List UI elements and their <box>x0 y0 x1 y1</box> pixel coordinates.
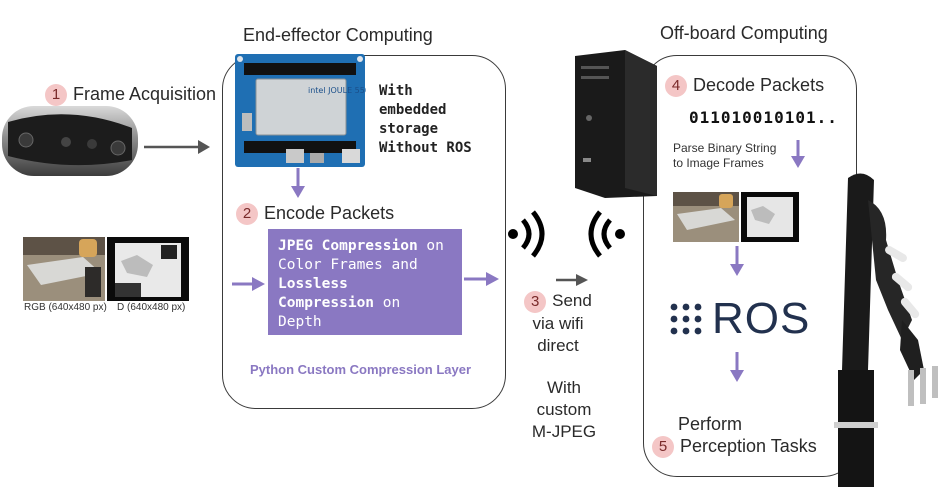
arrow-wifi-link <box>556 274 588 286</box>
ros-logo: ROS <box>668 294 811 343</box>
off-board-title: Off-board Computing <box>660 23 828 43</box>
transport-note-line: M-JPEG <box>531 422 597 441</box>
step-label: Encode Packets <box>264 203 395 223</box>
intel-joule-board-image: intel JOULE 550x <box>235 54 366 167</box>
step-label: Send <box>552 291 592 310</box>
arrow-frames-to-compression <box>232 277 265 291</box>
lossless-compression-label: Lossless Compression <box>278 276 375 311</box>
decoded-rgb-frame-image <box>673 192 739 242</box>
depth-frame-caption: D (640x480 px) <box>117 302 186 313</box>
step-perception: Perform 5 Perception Tasks <box>652 413 817 459</box>
board-note-line: With <box>379 83 413 99</box>
ros-logo-text: ROS <box>712 294 811 343</box>
arrow-compression-to-wifi <box>464 272 499 286</box>
arrow-parse-to-frames <box>791 140 805 168</box>
step-decode-packets: 4 Decode Packets <box>665 75 825 98</box>
step-frame-acquisition: 1 Frame Acquisition <box>45 84 217 107</box>
rgb-frame-image <box>23 237 105 301</box>
transport-note-line: With <box>547 378 581 397</box>
send-line: via wifi <box>532 313 584 333</box>
depth-camera-image <box>2 106 138 176</box>
transport-note-line: custom <box>536 400 592 419</box>
step-number-badge: 2 <box>236 203 258 226</box>
board-note-line: storage <box>379 121 439 137</box>
board-note-line: embedded <box>379 102 447 118</box>
step-number-badge: 5 <box>652 436 674 459</box>
compression-box: JPEG Compression on Color Frames and Los… <box>268 229 462 335</box>
perception-second-line: 5 Perception Tasks <box>652 435 817 459</box>
step-number-badge: 4 <box>665 75 687 98</box>
arrow-frames-to-ros <box>730 246 744 276</box>
wifi-receive-icon <box>588 210 625 258</box>
transport-note: With custom M-JPEG <box>521 377 607 443</box>
step-send: 3 Send via wifi direct <box>518 290 598 357</box>
binary-string: 011010010101.. <box>689 108 838 127</box>
send-line: direct <box>537 335 579 355</box>
step-number-badge: 1 <box>45 84 67 107</box>
compression-text: on Color Frames and <box>278 238 444 273</box>
decoded-depth-frame-image <box>741 192 799 242</box>
arrow-ros-to-perception <box>730 352 744 382</box>
arrow-board-to-encode <box>291 168 305 198</box>
svg-text:intel JOULE 550x: intel JOULE 550x <box>308 86 366 95</box>
step-label: Perception Tasks <box>680 436 817 456</box>
step-encode-packets: 2 Encode Packets <box>236 203 395 226</box>
parse-note-line: Parse Binary String <box>673 141 777 155</box>
compression-layer-label: Python Custom Compression Layer <box>250 362 472 377</box>
step-label: Frame Acquisition <box>73 84 217 104</box>
send-line: 3 Send <box>518 290 598 313</box>
arrow-camera-to-board <box>144 140 210 154</box>
step-label: Perform <box>678 414 743 434</box>
wifi-transmit-icon <box>508 210 545 258</box>
parse-note-line: to Image Frames <box>673 156 764 170</box>
ros-dots-icon <box>670 303 702 335</box>
rgb-frame-caption: RGB (640x480 px) <box>24 302 107 313</box>
jpeg-compression-label: JPEG Compression <box>278 238 418 254</box>
step-number-badge: 3 <box>524 290 547 313</box>
board-note-line: Without ROS <box>379 140 472 156</box>
end-effector-title: End-effector Computing <box>243 25 433 45</box>
compression-text: on Depth <box>278 295 401 330</box>
board-note: With embedded storage Without ROS <box>379 82 472 158</box>
step-label: Decode Packets <box>693 75 825 95</box>
depth-frame-image <box>107 237 189 301</box>
desktop-pc-image <box>575 50 657 198</box>
parse-note: Parse Binary String to Image Frames <box>673 141 776 171</box>
robot-arm-image <box>834 173 938 487</box>
